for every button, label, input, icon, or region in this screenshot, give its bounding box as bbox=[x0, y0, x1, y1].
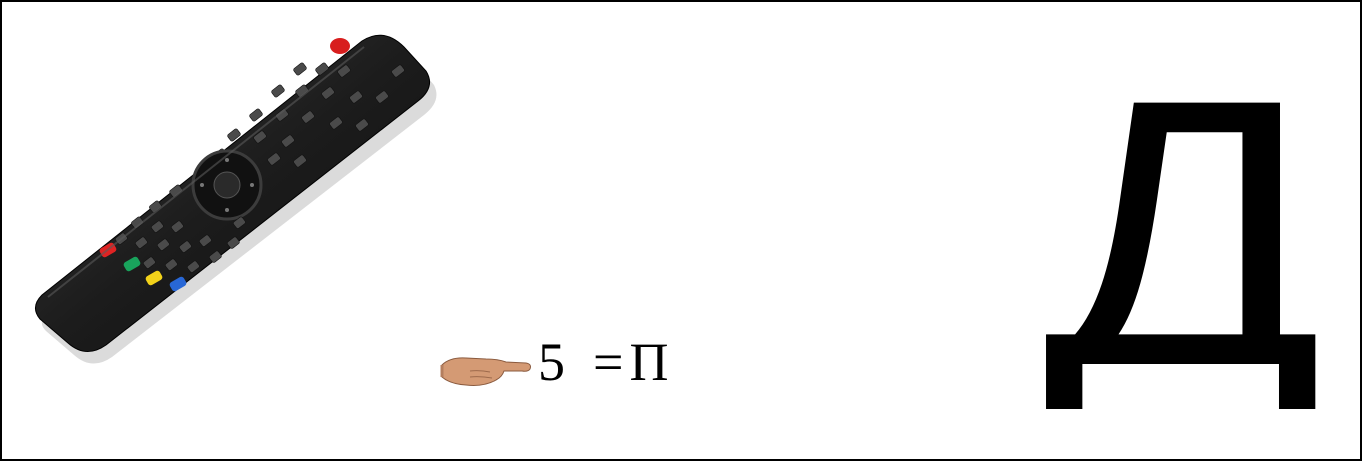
position-number: 5 bbox=[538, 332, 565, 392]
yellow-key-icon bbox=[145, 270, 163, 286]
svg-text:Д: Д bbox=[1043, 64, 1323, 409]
tv-remote-icon bbox=[35, 34, 437, 364]
equals-sign: = bbox=[593, 332, 624, 392]
big-letter: Д bbox=[1043, 64, 1323, 409]
green-key-icon bbox=[123, 256, 141, 272]
replacement-letter: П bbox=[629, 332, 669, 392]
blue-key-icon bbox=[169, 276, 187, 292]
pointing-hand-icon bbox=[440, 357, 531, 386]
letter-substitution-rule: 5 = П bbox=[440, 327, 668, 397]
power-button-icon bbox=[330, 38, 350, 54]
navigation-ring-icon bbox=[191, 149, 263, 221]
